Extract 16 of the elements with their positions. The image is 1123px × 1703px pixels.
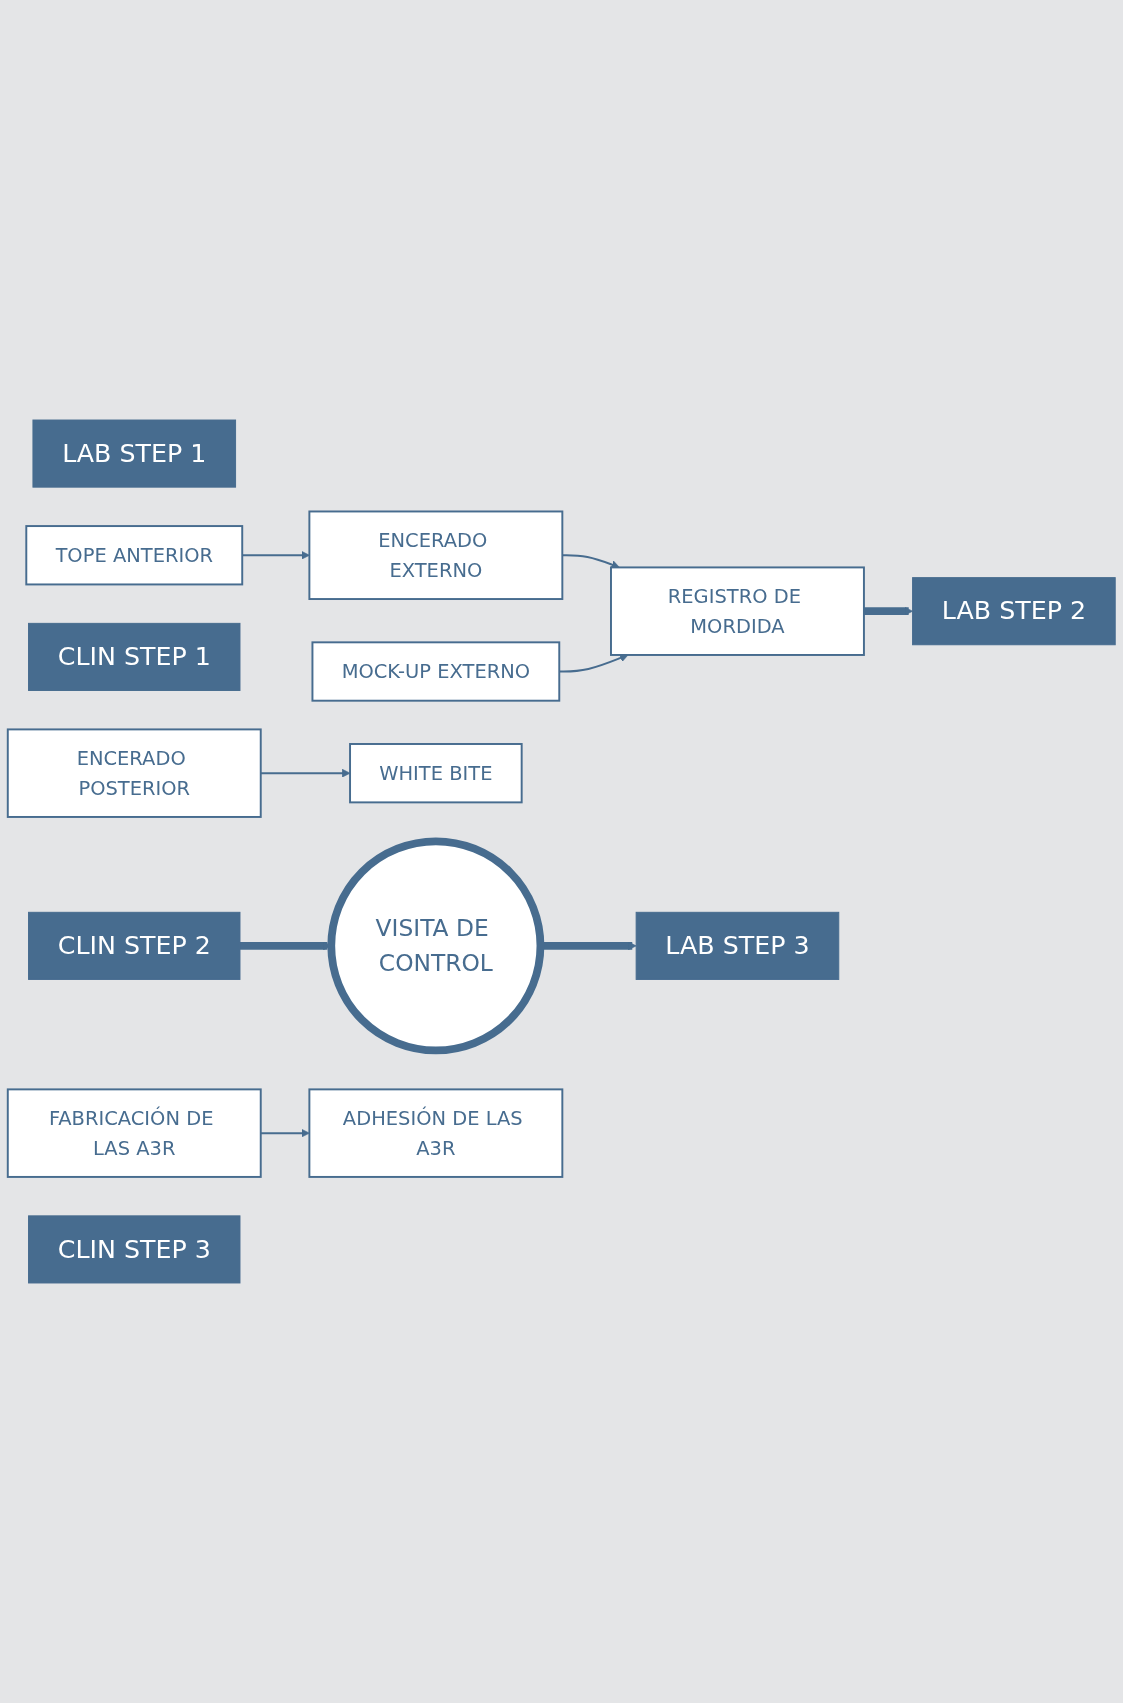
node-box: CLIN STEP 3 [28, 1215, 241, 1284]
arrow [863, 606, 913, 616]
node-box: CLIN STEP 1 [28, 622, 241, 691]
node-box: TOPE ANTERIOR [25, 525, 244, 586]
node-box: ENCERADO POSTERIOR [6, 728, 262, 818]
node-box: WHITE BITE [349, 743, 523, 804]
node-box: MOCK-UP EXTERNO [311, 641, 561, 702]
node-box: LAB STEP 2 [912, 577, 1116, 646]
node-circle: VISITA DE CONTROL [327, 837, 545, 1055]
node-box: REGISTRO DE MORDIDA [610, 566, 865, 656]
node-box: LAB STEP 1 [32, 419, 237, 488]
node-box: ADHESIÓN DE LAS A3R [308, 1088, 564, 1178]
node-box: LAB STEP 3 [635, 911, 840, 980]
node-box: CLIN STEP 2 [28, 911, 241, 980]
node-box: FABRICACIÓN DE LAS A3R [6, 1088, 262, 1178]
node-box: ENCERADO EXTERNO [308, 510, 564, 600]
